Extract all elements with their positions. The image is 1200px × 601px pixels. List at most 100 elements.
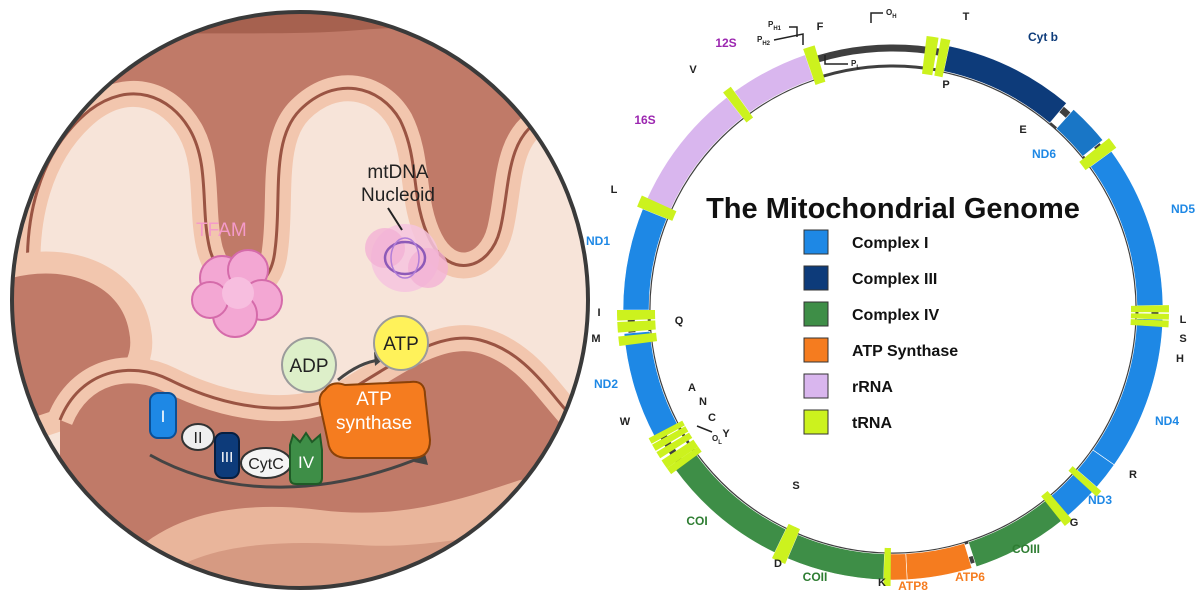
gene-label-r: R [1129, 469, 1137, 481]
gene-label-s2: S [1179, 333, 1186, 345]
trna-y [666, 446, 702, 475]
gene-label-cytb: Cyt b [1028, 30, 1058, 44]
legend-label: rRNA [852, 379, 893, 396]
trna-l2 [1130, 319, 1169, 328]
complex-iv-icon [289, 431, 323, 485]
legend-swatch [803, 409, 829, 435]
gene-nd5 [1089, 150, 1164, 307]
tfam-protein [191, 249, 283, 338]
complex-ii-label: II [194, 430, 203, 447]
gene-nd1 [622, 208, 668, 311]
trna-v [723, 86, 754, 123]
gene-label-q: Q [675, 315, 684, 327]
gene-coiii [968, 499, 1064, 568]
electron-flow-arrow [149, 453, 423, 489]
trna-q [617, 310, 656, 321]
legend-swatch [803, 265, 829, 291]
gene-label-f: F [817, 21, 824, 33]
atp-label: ATP [383, 334, 419, 355]
trna-p [922, 36, 939, 76]
gene-label-rrna12: 12S [715, 36, 736, 50]
promoter-markers [696, 12, 883, 433]
gene-label-atp8: ATP8 [898, 579, 928, 593]
gene-label-w: W [620, 416, 631, 428]
gene-label-k: K [878, 577, 886, 589]
gene-label-v: V [689, 64, 697, 76]
legend-label: Complex I [852, 235, 928, 252]
gene-label-h: H [1176, 353, 1184, 365]
genome-title: The Mitochondrial Genome [706, 193, 1080, 225]
gene-label-nd6: ND6 [1032, 147, 1056, 161]
gene-label-t: T [963, 11, 970, 23]
legend-label: ATP Synthase [852, 343, 958, 360]
gene-label-l1: L [611, 184, 618, 196]
mitochondrion-illustration: TFAM mtDNA Nucleoid I II III CytC IV ATP… [10, 10, 590, 590]
atp-synthase-icon [318, 380, 432, 459]
gene-label-y: Y [722, 428, 730, 440]
ph1-label: PH1 [768, 20, 782, 32]
gene-coii [787, 534, 885, 581]
trna-f [803, 45, 826, 85]
gene-label-e: E [1019, 124, 1026, 136]
gene-nd4 [1092, 318, 1164, 466]
gene-label-nd1: ND1 [586, 234, 610, 248]
atp-icon [373, 315, 429, 371]
ol-label: OL [712, 434, 722, 446]
gene-label-d: D [774, 558, 782, 570]
adp-label: ADP [289, 356, 328, 377]
gene-label-m: M [591, 333, 600, 345]
adp-icon [281, 337, 337, 393]
gene-label-a: A [688, 382, 696, 394]
legend-swatch [803, 301, 829, 327]
gene-12s-rrna [733, 54, 814, 114]
trna-t [934, 38, 951, 78]
trna-g [1041, 490, 1073, 526]
legend-swatch [803, 373, 829, 399]
gene-coi [674, 453, 787, 554]
legend-label: Complex III [852, 271, 937, 288]
cytc-label: CytC [248, 456, 284, 473]
complex-iii-icon [214, 432, 240, 479]
legend-label: Complex IV [852, 307, 939, 324]
pl-label: PL [851, 59, 860, 71]
gene-cytb [943, 45, 1067, 124]
trna-k [883, 547, 891, 586]
legend-label: tRNA [852, 415, 892, 432]
gene-label-c: C [708, 412, 716, 424]
gene-label-coiii: COIII [1012, 542, 1040, 556]
trna-m [618, 332, 658, 347]
gene-label-g: G [1070, 517, 1079, 529]
tfam-label: TFAM [196, 220, 247, 241]
gene-label-l2: L [1180, 314, 1187, 326]
nucleoid-label-line2: Nucleoid [361, 185, 435, 206]
nucleoid-pointer [387, 207, 403, 231]
trna-i [617, 320, 656, 333]
nucleoid-icon [365, 224, 448, 292]
gene-arcs [617, 36, 1170, 586]
gene-nd2 [623, 330, 678, 438]
gene-nd4l [1076, 449, 1115, 488]
gene-label-i: I [597, 307, 600, 319]
complex-iv-label: IV [298, 453, 315, 472]
trna-h [1130, 305, 1170, 313]
complex-i-label: I [161, 407, 166, 426]
gene-label-p: P [942, 79, 949, 91]
trna-n [652, 426, 689, 451]
complex-ii-icon [181, 423, 215, 451]
atp-synthase-label-line2: synthase [336, 413, 412, 434]
trna-s2 [1130, 313, 1169, 320]
gene-atp8 [887, 553, 908, 581]
trna-l1 [637, 195, 677, 221]
complex-iii-label: III [221, 449, 234, 466]
atp-synthase-label-line1: ATP [356, 389, 392, 410]
gene-label-coii: COII [803, 570, 828, 584]
oh-label: OH [886, 8, 897, 20]
trna-d [779, 526, 801, 565]
gene-label-nd4: ND4 [1155, 414, 1179, 428]
complex-i-icon [149, 392, 177, 439]
gene-label-coi: COI [686, 514, 707, 528]
gene-label-nd2: ND2 [594, 377, 618, 391]
